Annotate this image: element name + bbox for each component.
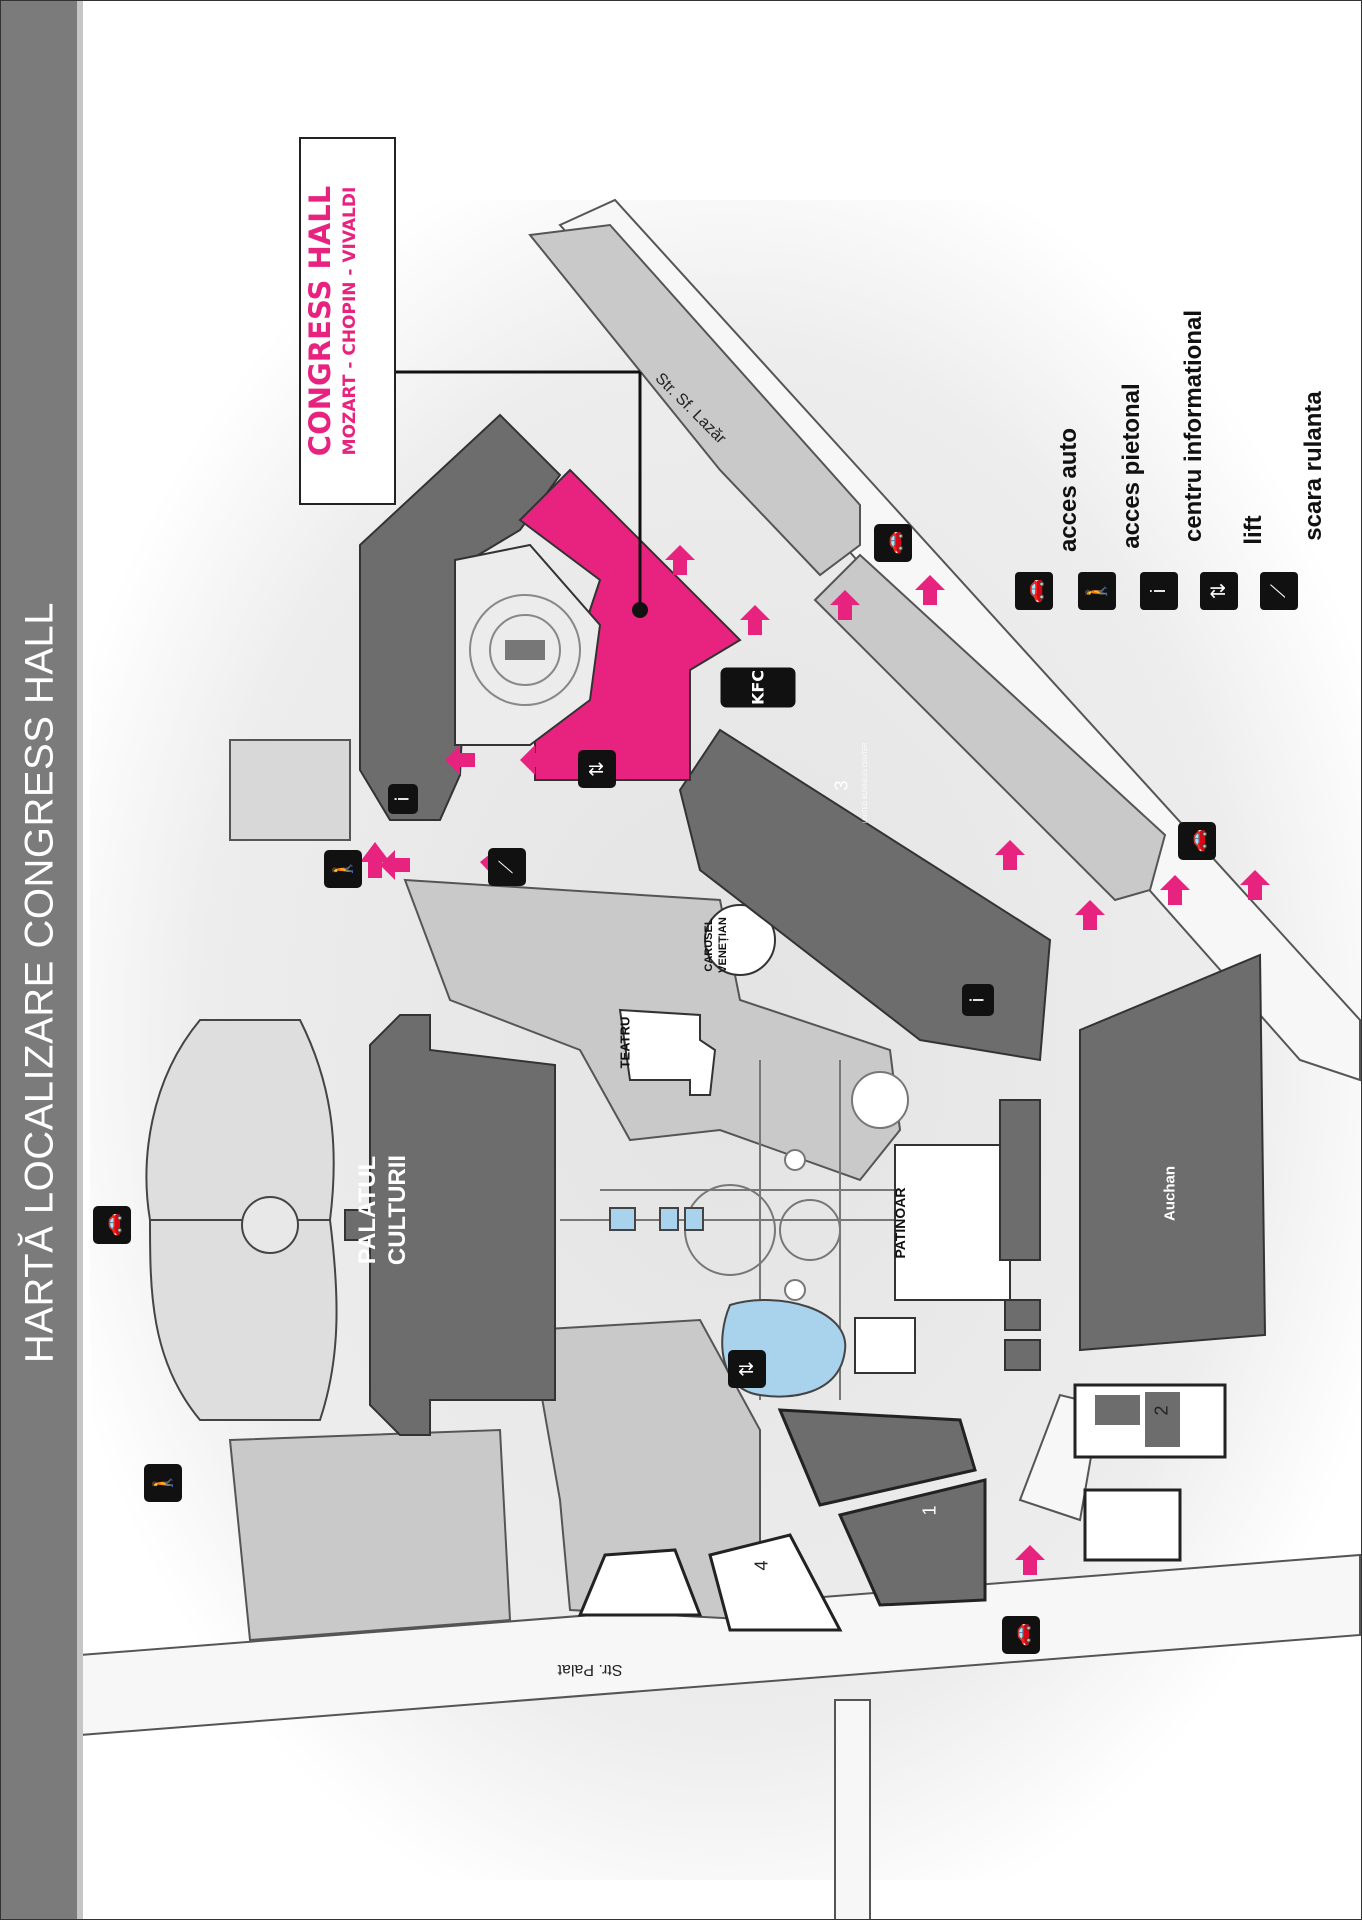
info-center-icon: i <box>962 984 994 1016</box>
square-pavilion <box>854 1317 916 1374</box>
fountain-1 <box>609 1207 636 1231</box>
escalator-icon: ⟋ <box>488 848 526 886</box>
legend-label-car: acces auto <box>1055 427 1082 553</box>
legend-label-lift: lift <box>1240 515 1267 545</box>
info-icon: i <box>1140 572 1178 610</box>
elevator-icon: ⇅ <box>1200 572 1238 610</box>
access-arrows <box>360 545 1270 1575</box>
callout-subtitle: MOZART - CHOPIN - VIVALDI <box>340 186 360 456</box>
title-sidebar <box>0 0 77 1920</box>
north-garden <box>229 739 351 841</box>
legend-label-pedestrian: acces pietonal <box>1118 383 1145 549</box>
label-ubc-brand: UNITED BUSINESS CENTER <box>863 742 869 824</box>
label-ubc4: 4 <box>751 1560 772 1571</box>
car-access-icon: 🚗 <box>1002 1616 1040 1654</box>
congress-hall-callout <box>299 137 396 505</box>
kfc-label: KFC <box>748 669 768 706</box>
label-ubc3: 3 <box>831 780 852 791</box>
palace-gardens <box>145 1019 338 1421</box>
label-ubc1: 1 <box>919 1505 940 1516</box>
label-teatru: TEATRU <box>617 1016 633 1069</box>
west-garden <box>228 1428 512 1642</box>
plaza-areas <box>228 223 1167 1642</box>
carusel-venetian <box>704 904 776 976</box>
car-access-icon: 🚗 <box>874 524 912 562</box>
auchan-annex <box>999 1099 1041 1371</box>
south-block <box>777 1408 977 1507</box>
garden-paths <box>560 1060 909 1400</box>
car-access-icon: 🚗 <box>1178 822 1216 860</box>
legend-label-escalator: scara rulanta <box>1300 391 1327 541</box>
auchan-building <box>1079 953 1267 1352</box>
palatul-culturii-building <box>344 1014 556 1436</box>
car-icon: 🚗 <box>1015 572 1053 610</box>
upper-parking-block <box>528 223 861 577</box>
label-palatul-culturii: PALATUL CULTURII <box>353 1140 413 1280</box>
ubc1-building <box>837 1478 987 1607</box>
label-carusel-2: VENEȚIAN <box>717 917 729 973</box>
label-palatul: PALATUL <box>354 1155 381 1265</box>
label-str-palat: Str. Palat <box>557 1661 623 1678</box>
pedestrian-icon: 🚶 <box>1078 572 1116 610</box>
elevator-icon: ⇅ <box>728 1350 766 1388</box>
legend-label-info: centru informational <box>1180 309 1207 543</box>
ubc3-building <box>678 728 1052 1062</box>
patinoar-building <box>894 1144 1011 1301</box>
escalator-icon: ⟋ <box>1260 572 1298 610</box>
kfc-logo: KFC <box>720 667 796 708</box>
pedestrian-access-icon: 🚶 <box>144 1464 182 1502</box>
info-center-icon: i <box>388 784 418 814</box>
label-culturii: CULTURII <box>384 1154 411 1266</box>
pedestrian-access-icon: 🚶 <box>324 850 362 888</box>
fountain-3 <box>684 1207 704 1231</box>
legend-row-escalator: ⟋ scara rulanta <box>1260 391 1362 612</box>
sidebar-edge <box>77 0 83 1920</box>
fountain-2 <box>659 1207 679 1231</box>
road-south-branch <box>834 1699 871 1920</box>
label-carusel-1: CARUSEL <box>703 918 715 972</box>
elevator-icon: ⇅ <box>578 750 616 788</box>
big-parking-lot <box>813 553 1167 902</box>
southeast-pavilion <box>1083 1488 1182 1562</box>
label-carusel: CARUSEL VENEȚIAN <box>702 905 730 985</box>
label-auchan: Auchan <box>1161 1166 1179 1222</box>
car-access-icon: 🚗 <box>93 1206 131 1244</box>
label-ubc2: 2 <box>1151 1405 1172 1416</box>
southwest-pavilion <box>577 1548 703 1617</box>
map-title: HARTĂ LOCALIZARE CONGRESS HALL <box>17 601 62 1364</box>
ubc4-building <box>708 1533 843 1632</box>
callout-text: CONGRESS HALL MOZART - CHOPIN - VIVALDI <box>302 141 392 501</box>
label-patinoar: PATINOAR <box>892 1187 908 1259</box>
teatru-building <box>618 1008 717 1096</box>
callout-title: CONGRESS HALL <box>303 185 337 457</box>
